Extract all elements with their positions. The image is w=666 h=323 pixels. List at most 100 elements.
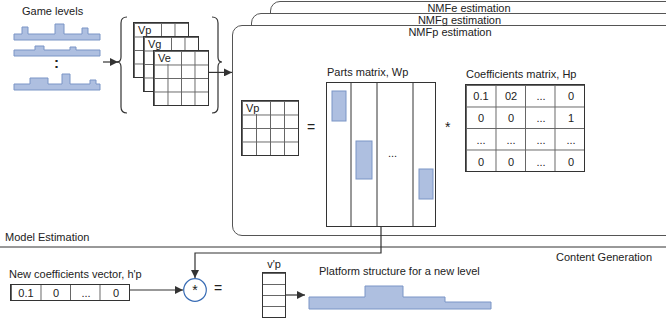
circle-shape [184,279,207,302]
ellipsis: ... [388,147,397,159]
table-cell: ... [81,287,90,299]
panel-title: NMFg estimation [252,14,666,26]
text-slot: Platform structure for a new level [319,265,480,277]
label-slot: ... [526,107,556,129]
node-label: Parts matrix, Wp [327,66,408,78]
label-slot: = [214,282,222,294]
part-block [419,169,433,199]
level-strip [14,24,100,40]
table-cell: 1 [568,112,574,124]
text-slot: ... [388,147,397,159]
section-divider [0,247,666,248]
diagram-label: : [54,57,59,69]
label-slot: 0.1 [466,85,496,107]
table-cell: ... [536,156,545,168]
level-strip [14,74,100,90]
label-slot: Content Generation [556,251,652,263]
table-cell: ... [506,134,515,146]
table-cell: 0 [53,287,59,299]
text-slot: NMFe estimation [271,2,666,14]
label-slot: 0 [466,107,496,129]
label-slot: 0 [496,151,526,173]
left-bracket [117,17,127,113]
label-slot: : [54,57,59,69]
level-vector: v'p [262,272,286,318]
label-slot: ... [526,129,556,151]
node-label: Ve [156,52,173,64]
label-slot: 0 [496,107,526,129]
diagram-label: Game levels [22,5,83,17]
text-slot: Vp [136,24,153,36]
node-label: Vp [244,102,261,114]
connector-arrow [195,227,381,278]
label-slot: Model Estimation [5,231,89,243]
node-label: Vp [136,24,153,36]
column-divider [351,83,352,226]
label-slot: Game levels [22,5,83,17]
diagram-label: Content Generation [556,251,652,263]
label-slot: 0.1 [11,285,41,301]
text-slot: Parts matrix, Wp [327,66,408,78]
table-cell: 0.1 [18,287,33,299]
text-slot: NMFg estimation [252,14,666,26]
node-label: New coefficients vector, h'p [9,268,142,280]
label-slot: ... [556,129,586,151]
diagram-label: * [445,121,450,133]
table-cell: 0 [568,156,574,168]
text-slot: v'p [263,258,285,270]
node-label: * [192,284,197,296]
node-label: v'p [263,258,285,270]
node-label: Platform structure for a new level [319,265,480,277]
connector-arrow [286,294,305,295]
coefficients-vector: New coefficients vector, h'p0.10...0 [10,284,130,301]
table-cell: ... [566,134,575,146]
table-cell: ... [476,134,485,146]
table-cell: 0 [508,156,514,168]
game-level-strips [14,24,100,90]
table-cell: 0 [113,287,119,299]
text-slot: Coefficients matrix, Hp [466,68,576,80]
platform-shape [309,286,491,309]
right-bracket [212,17,222,113]
diagram-label: Model Estimation [5,231,89,243]
text-slot: NMFp estimation [233,26,666,38]
label-slot: 0 [556,85,586,107]
text-slot: Vg [146,38,163,50]
level-arrow [103,61,118,62]
part-block [356,141,372,179]
part-block [332,91,346,121]
table-cell: 0 [478,112,484,124]
label-slot: ... [496,129,526,151]
label-slot: ... [526,85,556,107]
column-divider [413,83,414,226]
table-cell: ... [536,134,545,146]
label-slot: 1 [556,107,586,129]
node-label: Coefficients matrix, Hp [466,68,576,80]
label-slot: * [445,121,450,133]
label-slot: ... [466,129,496,151]
text-slot: New coefficients vector, h'p [9,268,142,280]
level-strip [14,46,100,56]
matrix-box: Ve [153,50,209,106]
node-label: Vg [146,38,163,50]
label-slot: ... [71,285,101,301]
diagram-label: = [307,121,315,133]
parts-columns [327,83,437,228]
table-cell: 0.1 [473,90,488,102]
matrix-box: Vp [241,100,299,156]
parts-matrix: Parts matrix, Wp... [326,82,436,227]
platform-structure: Platform structure for a new level [305,265,505,313]
coefficients-matrix: Coefficients matrix, Hp0.102...000...1..… [465,84,585,172]
panel-title: NMFp estimation [233,26,666,38]
table-cell: 0 [568,90,574,102]
table-cell: 0 [478,156,484,168]
multiply-circle: * [183,278,207,302]
label-slot: 0 [556,151,586,173]
table-cell: 02 [505,90,517,102]
connector-arrow [209,72,232,73]
text-slot: Vp [244,102,261,114]
text-slot: Ve [156,52,173,64]
label-slot: ... [526,151,556,173]
table-cell: 0 [508,112,514,124]
